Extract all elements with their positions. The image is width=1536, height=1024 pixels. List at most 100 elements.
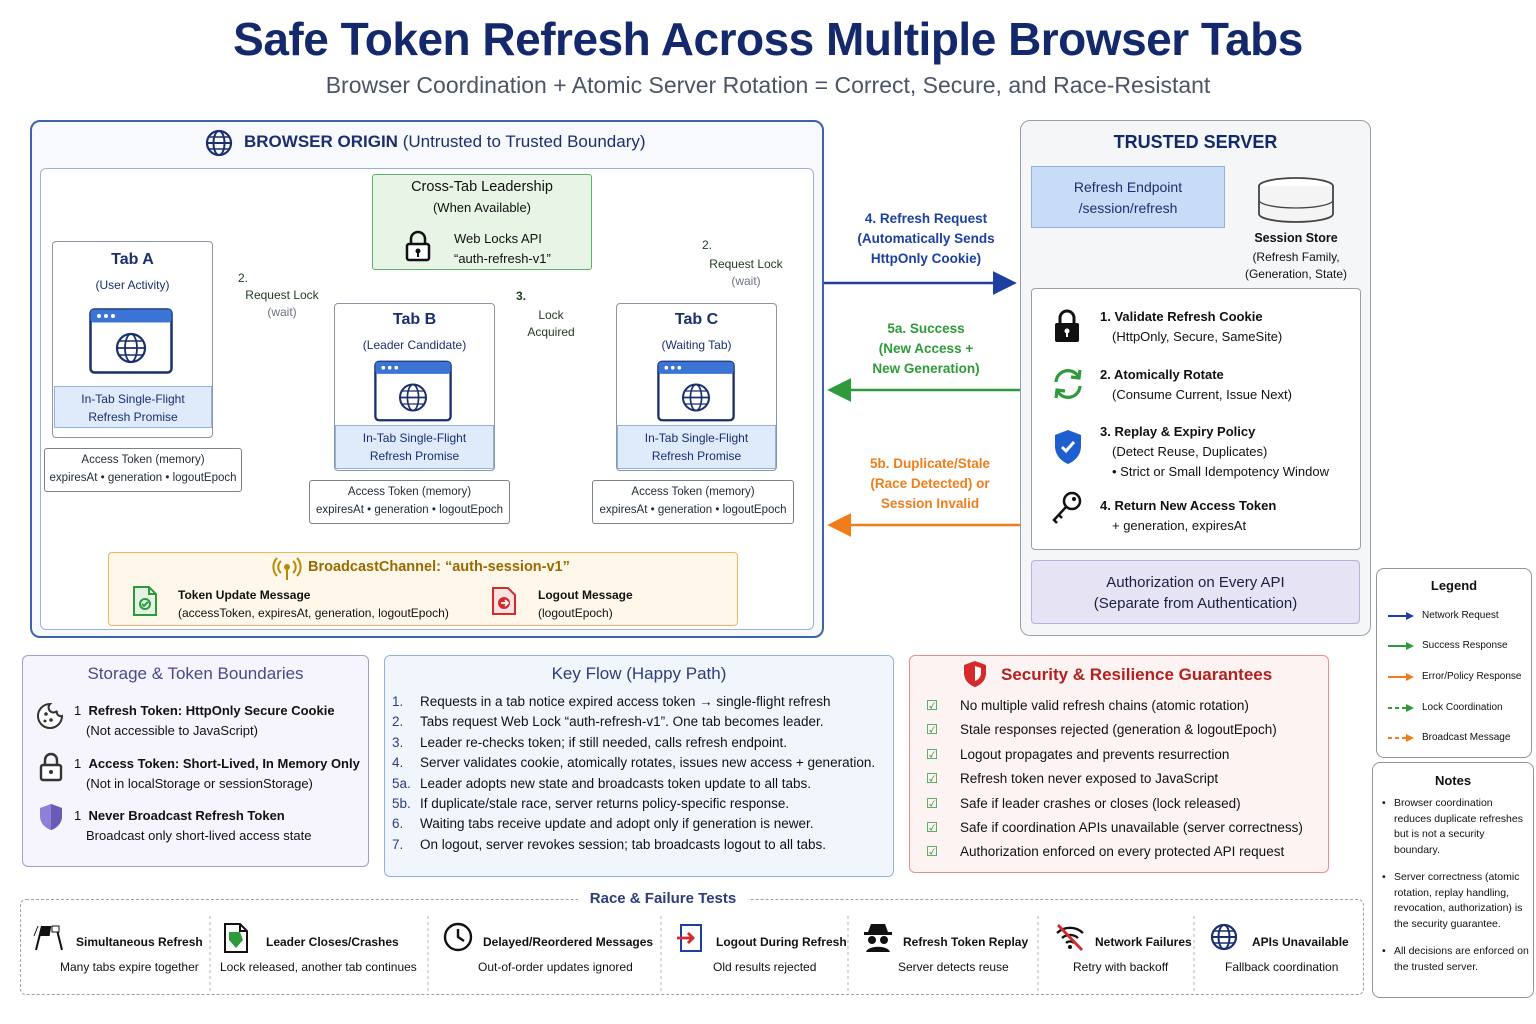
server-steps-box: [1031, 288, 1361, 550]
key-icon: [1050, 490, 1084, 531]
lock-icon: [38, 752, 64, 787]
security-guarantees-panel: [909, 655, 1329, 873]
step-3: 3. Replay & Expiry Policy(Detect Reuse, …: [1100, 424, 1329, 479]
checkbox-icon: ☑: [926, 698, 939, 713]
notes-panel: [1372, 762, 1534, 998]
race-item-sub: Out-of-order updates ignored: [478, 960, 633, 974]
key-flow-title: Key Flow (Happy Path): [551, 664, 727, 683]
legend-swatches: [1388, 612, 1414, 742]
logout-doc-icon: [489, 586, 519, 621]
step-4: 4. Return New Access Token+ generation, …: [1100, 498, 1277, 533]
guarantee-item: ☑Safe if coordination APIs unavailable (…: [926, 816, 1326, 840]
shield-icon: [962, 660, 988, 693]
race-item-title: APIs Unavailable: [1252, 935, 1349, 949]
browser-origin-title: BROWSER ORIGIN (Untrusted to Trusted Bou…: [244, 132, 646, 151]
flow-step: 4.Server validates cookie, atomically ro…: [392, 755, 876, 771]
race-item-sub: Server detects reuse: [898, 960, 1009, 974]
clock-icon: [443, 922, 473, 957]
browser-window-icon: [657, 360, 735, 427]
refresh-endpoint-box: Refresh Endpoint/session/refresh: [1031, 166, 1225, 228]
logout-message-fields: (logoutEpoch): [538, 606, 613, 620]
legend-lock-coordination: Lock Coordination: [1422, 702, 1503, 713]
flow-step: 1.Requests in a tab notice expired acces…: [392, 694, 831, 709]
lock-name-label: “auth-refresh-v1”: [454, 251, 551, 266]
guarantee-item: ☑No multiple valid refresh chains (atomi…: [926, 694, 1326, 718]
legend-title: Legend: [1430, 578, 1478, 593]
legend-error-response: Error/Policy Response: [1422, 671, 1522, 682]
race-item-sub: Many tabs expire together: [60, 960, 199, 974]
trusted-server-title: TRUSTED SERVER: [1113, 132, 1278, 152]
lock-step-left-text: Request Lock: [245, 288, 319, 302]
storage-item-access: 1 Access Token: Short-Lived, In Memory O…: [74, 756, 360, 791]
note-item: Browser coordination reduces duplicate r…: [1394, 797, 1523, 856]
logout-icon: [675, 922, 707, 959]
guarantee-item: ☑Logout propagates and prevents resurrec…: [926, 743, 1326, 767]
race-item-sub: Retry with backoff: [1073, 960, 1169, 974]
session-store-title: Session Store: [1254, 231, 1338, 245]
race-item-title: Network Failures: [1095, 935, 1192, 949]
legend-panel: [1376, 568, 1532, 758]
race-item-title: Refresh Token Replay: [903, 935, 1029, 949]
notes-title: Notes: [1434, 773, 1472, 788]
tab-b-access-token: Access Token (memory)expiresAt • generat…: [309, 480, 510, 524]
race-item-title: Delayed/Reordered Messages: [483, 935, 654, 949]
shield-icon: [38, 802, 64, 837]
race-item-title: Logout During Refresh: [716, 935, 847, 949]
lock-acquired-number: 3.: [516, 289, 527, 303]
lock-icon: [1052, 308, 1082, 349]
leadership-subtitle: (When Available): [432, 200, 532, 215]
lock-step-left-number: 2.: [238, 271, 249, 285]
page-title: Safe Token Refresh Across Multiple Brows…: [233, 13, 1303, 65]
tab-b-role: (Leader Candidate): [362, 338, 467, 352]
flow-step: 3.Leader re-checks token; if still neede…: [392, 734, 787, 750]
leadership-title: Cross-Tab Leadership: [411, 179, 553, 195]
tab-c-name: Tab C: [674, 311, 719, 328]
checkbox-icon: ☑: [926, 746, 939, 762]
storage-item-refresh: 1 Refresh Token: HttpOnly Secure Cookie(…: [74, 703, 335, 738]
lock-step-right-wait: (wait): [731, 274, 761, 288]
database-icon: [1256, 176, 1336, 229]
race-item-sub: Old results rejected: [713, 960, 817, 974]
flow-step: 5a.Leader adopts new state and broadcast…: [392, 775, 812, 791]
guarantee-item: ☑Safe if leader crashes or closes (lock …: [926, 792, 1326, 816]
legend-success-response: Success Response: [1422, 640, 1508, 651]
guarantee-item: ☑Stale responses rejected (generation & …: [926, 718, 1326, 742]
race-item-title: Simultaneous Refresh: [76, 935, 203, 949]
tab-a-role: (User Activity): [95, 278, 170, 292]
wifi-off-icon: [1054, 922, 1086, 957]
guarantee-item: ☑Refresh token never exposed to JavaScri…: [926, 767, 1326, 791]
broadcast-channel-title: BroadcastChannel: “auth-session-v1”: [308, 559, 570, 575]
lock-step-right-text: Request Lock: [709, 257, 783, 271]
race-title: Race & Failure Tests: [578, 890, 748, 907]
race-item-title: Leader Closes/Crashes: [266, 935, 399, 949]
broadcast-icon: [272, 556, 302, 587]
rotate-icon: [1050, 366, 1086, 407]
document-crash-icon: [222, 922, 252, 959]
checkbox-icon: ☑: [926, 795, 939, 811]
cookie-icon: [36, 702, 64, 735]
lock-step-right-number: 2.: [702, 238, 713, 252]
browser-window-icon: [374, 360, 452, 427]
note-item: Server correctness (atomic rotation, rep…: [1394, 871, 1523, 930]
step-2: 2. Atomically Rotate(Consume Current, Is…: [1100, 367, 1292, 402]
lock-acquired-text2: Acquired: [527, 325, 575, 339]
lock-step-left-wait: (wait): [267, 305, 297, 319]
checkbox-icon: ☑: [926, 722, 939, 738]
security-title: Security & Resilience Guarantees: [1001, 665, 1273, 684]
token-update-doc-icon: [130, 585, 160, 622]
spy-icon: [862, 922, 894, 957]
session-store-line1: (Refresh Family,: [1252, 250, 1340, 264]
lock-acquired-text1: Lock: [538, 308, 564, 322]
step-1: 1. Validate Refresh Cookie(HttpOnly, Sec…: [1100, 309, 1283, 344]
tab-c-role: (Waiting Tab): [661, 338, 732, 352]
tab-c-access-token: Access Token (memory)expiresAt • generat…: [592, 480, 794, 524]
globe-icon: [204, 128, 234, 163]
storage-title: Storage & Token Boundaries: [87, 664, 304, 683]
flow-step: 2.Tabs request Web Lock “auth-refresh-v1…: [392, 714, 824, 730]
race-dividers: [209, 916, 1195, 994]
page-subtitle: Browser Coordination + Atomic Server Rot…: [325, 72, 1211, 98]
shield-check-icon: [1052, 428, 1084, 471]
